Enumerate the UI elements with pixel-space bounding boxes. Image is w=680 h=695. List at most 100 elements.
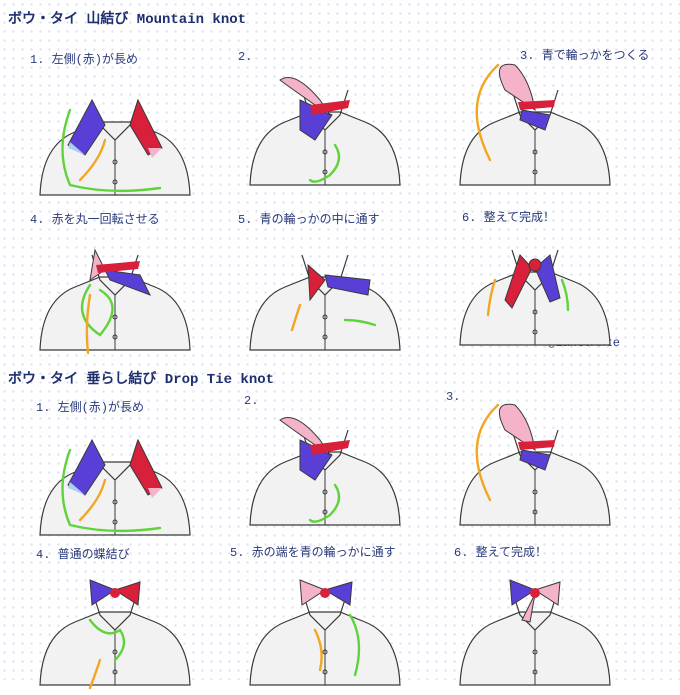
red-tie-end — [129, 438, 163, 496]
mountain-step-4-illustration — [30, 225, 200, 360]
orange-arrow — [486, 278, 497, 317]
mountain-step-2-illustration — [240, 60, 410, 195]
blue-loop — [519, 109, 551, 131]
green-arrow — [308, 483, 341, 523]
shirt-button — [112, 649, 118, 655]
drop-step-1-label: 1. 左側(赤)が長め — [36, 401, 145, 415]
orange-arrow — [475, 63, 500, 162]
pink-bow-wing — [533, 581, 561, 606]
illustration-svg — [459, 249, 611, 346]
section-title-drop-tie-knot: ボウ・タイ 垂らし結び Drop Tie knot — [8, 372, 275, 388]
red-tie-tip — [148, 488, 162, 498]
illustration-svg — [39, 248, 191, 355]
green-arrow — [343, 318, 377, 327]
shirt-button — [532, 509, 538, 515]
red-band — [310, 440, 350, 455]
red-tie-tip — [148, 148, 162, 158]
pink-tail — [521, 593, 536, 623]
blue-bow-wing — [323, 581, 353, 606]
shirt-button — [322, 169, 328, 175]
mountain-step-4-label: 4. 赤を丸一回転させる — [30, 213, 160, 227]
shirt-button — [532, 329, 538, 335]
orange-arrow — [290, 303, 302, 332]
bow-knot — [320, 588, 330, 598]
mountain-step-1-illustration — [30, 70, 200, 205]
drop-step-2-illustration — [240, 400, 410, 535]
red-band — [310, 100, 350, 115]
drop-step-3-illustration — [450, 400, 620, 535]
red-band — [518, 440, 555, 450]
green-arrow — [308, 143, 341, 183]
green-arrow — [61, 108, 162, 193]
shirt-button — [112, 314, 118, 320]
mountain-step-1-label: 1. 左側(赤)が長め — [30, 53, 139, 67]
green-arrow — [560, 278, 570, 312]
shirt-button — [322, 149, 328, 155]
knot — [528, 258, 542, 272]
shirt-button — [112, 159, 118, 165]
shirt-button — [112, 499, 118, 505]
mountain-step-5-illustration — [240, 225, 410, 360]
mountain-step-2-label: 2. — [238, 50, 253, 64]
shirt-button — [322, 669, 328, 675]
blue-bow-wing — [89, 579, 117, 606]
blue-tie-end — [324, 274, 371, 296]
orange-arrow — [475, 403, 500, 502]
pink-tie-end — [498, 403, 536, 452]
green-arrow — [88, 618, 126, 662]
drop-step-3-label: 3. — [446, 390, 461, 404]
orange-arrow — [85, 293, 92, 355]
mountain-step-3-label: 3. 青で輪っかをつくる — [520, 49, 650, 63]
illustration-svg — [459, 579, 611, 686]
blue-tie-end — [104, 269, 152, 296]
shirt-button — [532, 669, 538, 675]
red-band — [96, 261, 140, 273]
illustration-svg — [249, 417, 401, 526]
illustration-svg — [249, 77, 401, 186]
illustration-svg — [249, 254, 401, 351]
orange-arrow — [313, 628, 323, 672]
shirt-button — [532, 149, 538, 155]
shirt-button — [322, 509, 328, 515]
illustration-svg — [459, 403, 611, 526]
drop-step-6-label: 6. 整えて完成！ — [454, 546, 548, 560]
shirt-button — [322, 649, 328, 655]
red-tie-end — [504, 254, 533, 309]
shirt-button — [112, 179, 118, 185]
bow-knot — [530, 588, 540, 598]
shirt-button — [112, 519, 118, 525]
drop-step-2-label: 2. — [244, 394, 259, 408]
red-tie-end — [307, 263, 326, 302]
illustration-svg — [459, 63, 611, 186]
red-tie-end — [129, 98, 163, 156]
illustration-svg — [39, 438, 191, 536]
pink-bow-wing — [299, 579, 327, 606]
mountain-step-6-label: 6. 整えて完成！ — [462, 211, 556, 225]
orange-arrow — [78, 138, 107, 182]
drop-step-1-illustration — [30, 410, 200, 545]
drop-step-4-label: 4. 普通の蝶結び — [36, 548, 130, 562]
shirt-button — [532, 169, 538, 175]
shirt-button — [532, 309, 538, 315]
drop-step-5-illustration — [240, 560, 410, 695]
illustration-svg — [39, 579, 191, 690]
shirt-button — [112, 669, 118, 675]
shirt-button — [532, 649, 538, 655]
red-band — [518, 100, 555, 110]
blue-tie-tip — [68, 482, 85, 495]
drop-step-5-label: 5. 赤の端を青の輪っかに通す — [230, 546, 396, 560]
pink-tie-end — [498, 63, 536, 112]
red-bow-wing — [113, 581, 141, 606]
mountain-step-5-label: 5. 青の輪っかの中に通す — [238, 213, 380, 227]
green-arrow — [80, 283, 114, 337]
shirt-button — [322, 314, 328, 320]
section-title-mountain-knot: ボウ・タイ 山結び Mountain knot — [8, 12, 247, 28]
illustration-svg — [39, 98, 191, 196]
drop-step-4-illustration — [30, 560, 200, 695]
blue-loop — [519, 449, 551, 471]
illustration-svg — [249, 579, 401, 686]
bow-knot — [110, 588, 120, 598]
shirt-button — [532, 489, 538, 495]
orange-arrow — [78, 478, 107, 522]
green-arrow — [348, 613, 361, 677]
